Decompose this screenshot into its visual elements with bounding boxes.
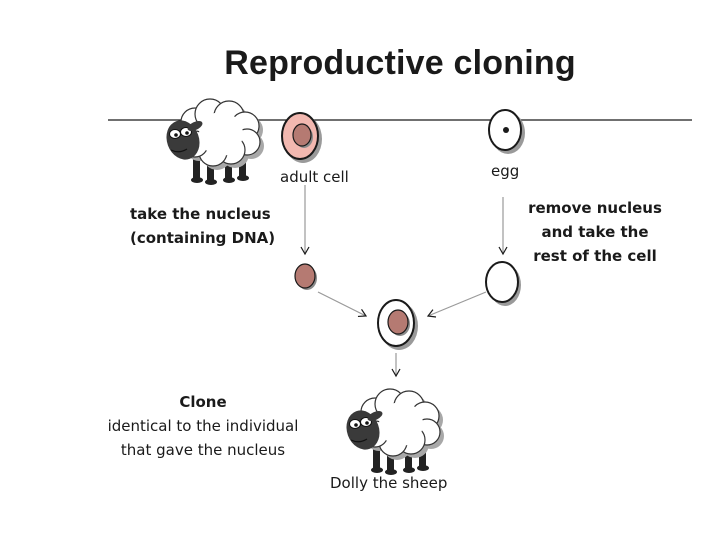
clone-label: Clone identical to the individual that g…: [92, 390, 314, 462]
remove-nucleus-line2: and take the: [541, 223, 649, 241]
remove-nucleus-label: remove nucleus and take the rest of the …: [520, 196, 670, 268]
take-nucleus-label: take the nucleus (containing DNA): [130, 202, 275, 250]
clone-title: Clone: [179, 393, 227, 411]
nucleus-icon: [294, 263, 317, 290]
page-title: Reproductive cloning: [224, 44, 576, 82]
enucleated-egg-icon: [485, 261, 521, 306]
take-nucleus-line1: take the nucleus: [130, 205, 271, 223]
take-nucleus-line2: (containing DNA): [130, 229, 276, 247]
egg-cell-icon: [488, 109, 525, 154]
adult-cell-label: adult cell: [280, 168, 349, 186]
arrow-egg-to-fused: [426, 291, 487, 318]
donor-sheep-icon: [160, 98, 265, 186]
arrow-nucleus-to-fused: [317, 291, 368, 318]
dolly-label: Dolly the sheep: [330, 474, 448, 492]
remove-nucleus-line3: rest of the cell: [533, 247, 657, 265]
fused-cell-icon: [377, 299, 418, 350]
remove-nucleus-line1: remove nucleus: [528, 199, 662, 217]
adult-cell-icon: [281, 112, 322, 163]
egg-label: egg: [491, 162, 520, 180]
dolly-sheep-icon: [340, 388, 445, 476]
clone-line1: identical to the individual: [107, 417, 299, 435]
clone-line2: that gave the nucleus: [120, 441, 286, 459]
